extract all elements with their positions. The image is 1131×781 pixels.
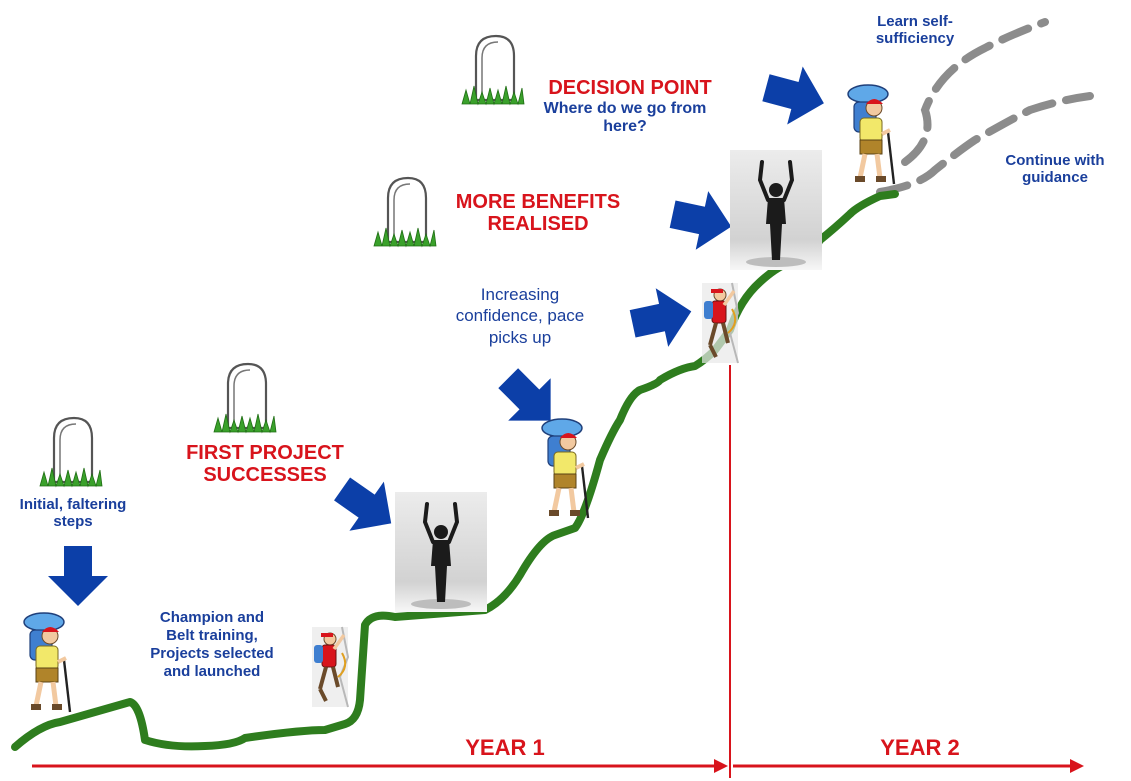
year1-label: YEAR 1 [465, 735, 545, 760]
milestone-gravestone-icon [372, 176, 438, 248]
journey-path [11, 190, 899, 751]
milestone-gravestone-icon [460, 34, 526, 106]
blue-arrow-icon [666, 184, 738, 256]
decision-question-label: Where do we go from here? [543, 100, 707, 135]
hiker-icon [542, 419, 588, 518]
year2-axis-arrowhead [1070, 759, 1084, 773]
celebrating-person-icon [393, 490, 489, 614]
increasing-confidence-label: Increasing confidence, pace picks up [455, 285, 585, 347]
hiker-icon [848, 85, 894, 184]
more-benefits-label: MORE BENEFITS REALISED [455, 191, 621, 236]
year1-axis-arrowhead [714, 759, 728, 773]
guidance-path [876, 92, 1094, 196]
hiker-icon [24, 613, 70, 712]
learn-self-sufficiency-label: Learn self-sufficiency [875, 13, 955, 47]
timeline [32, 365, 1084, 778]
milestone-gravestone-icon [212, 362, 278, 434]
future-paths [876, 18, 1094, 196]
climber-icon [700, 281, 740, 365]
blue-arrow-icon [626, 282, 698, 354]
climber-icon [310, 625, 350, 709]
celebrating-person-icon [728, 148, 824, 272]
self-sufficiency-path [901, 18, 1049, 166]
blue-arrow-icon [758, 58, 832, 133]
milestone-gravestone-icon [38, 416, 104, 488]
blue-arrow-icon [48, 546, 108, 606]
year2-label: YEAR 2 [880, 735, 960, 760]
decision-point-label: DECISION POINT [548, 77, 712, 99]
continue-guidance-label: Continue with guidance [1005, 152, 1105, 186]
training-label: Champion and Belt training, Projects sel… [150, 609, 274, 680]
initial-steps-label: Initial, faltering steps [19, 496, 127, 530]
first-successes-label: FIRST PROJECT SUCCESSES [186, 442, 344, 487]
